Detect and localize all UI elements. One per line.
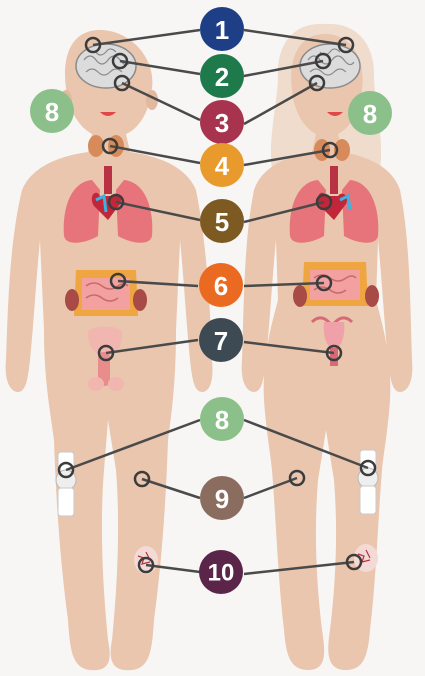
marker-label: 6 [214, 271, 228, 301]
bone-fracture-icon [134, 546, 158, 574]
marker-label: 8 [215, 405, 229, 435]
marker-5: 5 [200, 199, 244, 243]
knee-joint-icon [56, 452, 76, 516]
knee-joint-icon [358, 450, 378, 514]
marker-label: 5 [215, 207, 229, 237]
side-marker-8-right: 8 [348, 91, 392, 135]
marker-label: 10 [208, 560, 235, 587]
side-marker-8-left: 8 [30, 89, 74, 133]
side-marker-label: 8 [45, 97, 59, 127]
brain-icon [76, 44, 136, 88]
marker-label: 1 [215, 15, 229, 45]
marker-3: 3 [200, 100, 244, 144]
marker-1: 1 [200, 7, 244, 51]
marker-label: 2 [215, 62, 229, 92]
kidney-icon [293, 285, 307, 307]
marker-6: 6 [199, 263, 243, 307]
marker-label: 7 [214, 326, 228, 356]
marker-7: 7 [199, 318, 243, 362]
marker-9: 9 [200, 476, 244, 520]
marker-10: 10 [199, 550, 243, 594]
marker-label: 9 [215, 484, 229, 514]
marker-2: 2 [200, 54, 244, 98]
marker-8: 8 [200, 397, 244, 441]
kidney-icon [133, 289, 147, 311]
kidney-icon [65, 289, 79, 311]
marker-label: 4 [215, 151, 230, 181]
marker-4: 4 [200, 143, 244, 187]
intestines-icon [74, 270, 138, 316]
side-marker-label: 8 [363, 99, 377, 129]
kidney-icon [365, 285, 379, 307]
marker-label: 3 [215, 108, 229, 138]
